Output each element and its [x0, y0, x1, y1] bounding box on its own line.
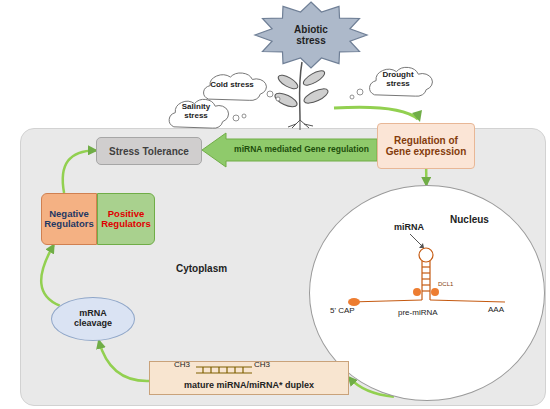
node-text: Regulation of Gene expression: [381, 135, 471, 157]
node-text: Cold stress: [210, 81, 254, 90]
stress-burst: Abiotic stress: [255, 2, 367, 68]
regulator-box: Positive Regulators: [97, 193, 155, 245]
outcome-box: Stress Tolerance: [96, 137, 202, 165]
node-text: Negative Regulators: [43, 209, 95, 230]
node-text: Stress Tolerance: [109, 146, 189, 157]
regulator-box: Negative Regulators: [41, 193, 97, 245]
node-text: mature miRNA/miRNA* duplex: [184, 381, 314, 391]
edge-label: miRNA mediated Gene regulation: [230, 139, 373, 161]
stress-cloud: Drought stress: [362, 60, 434, 100]
part-label: AAA: [488, 305, 504, 314]
cytoplasm-region: Cytoplasm Stress Tolerance Regulation of G…: [20, 128, 546, 406]
node-text: mRNA cleavage: [63, 309, 123, 329]
node-text: Abiotic stress: [282, 24, 340, 46]
stress-cloud: Cold stress: [196, 66, 268, 104]
part-label: pre-miRNA: [398, 308, 438, 317]
flow-arrow: [425, 169, 428, 185]
node-text: Positive Regulators: [99, 209, 153, 230]
process-box: Regulation of Gene expression: [377, 123, 475, 169]
stress-cloud: Salinity stress: [162, 92, 230, 132]
part-label: CH3: [174, 360, 190, 369]
node-text: Nucleus: [450, 214, 489, 225]
part-label: 5' CAP: [330, 306, 355, 315]
process-ellipse: mRNA cleavage: [51, 297, 135, 341]
node-text: Cytoplasm: [176, 263, 227, 274]
part-label: DCL1: [438, 281, 453, 287]
node-text: Drought stress: [376, 71, 420, 89]
part-label: CH3: [254, 360, 270, 369]
node-text: Salinity stress: [174, 103, 218, 121]
part-label: miRNA: [394, 222, 424, 232]
